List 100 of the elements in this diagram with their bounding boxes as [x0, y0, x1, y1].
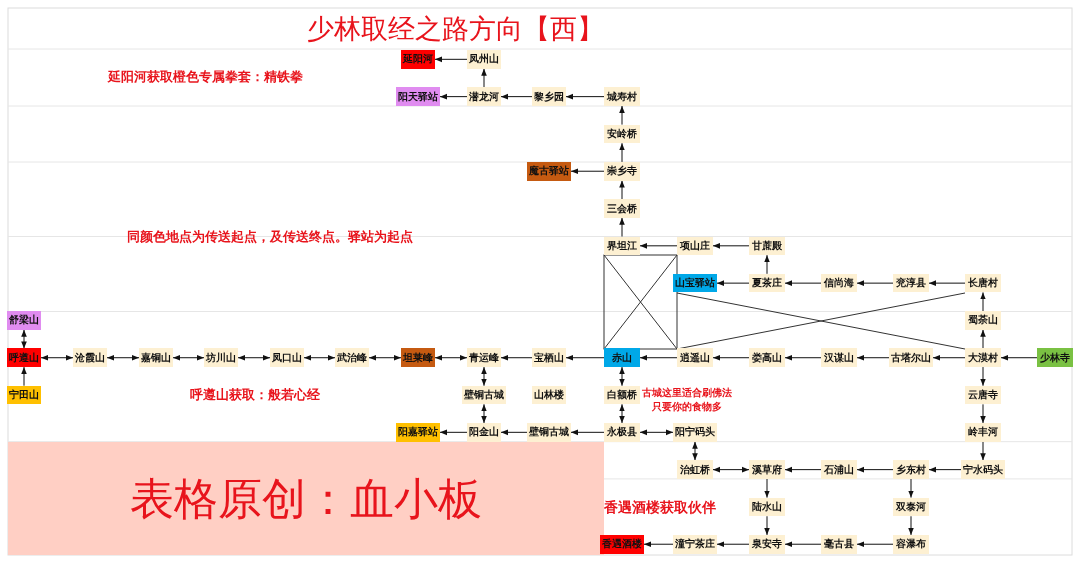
arrow — [784, 354, 822, 361]
arrow — [716, 280, 750, 286]
place-cell: 乡东村 — [893, 460, 929, 479]
place-cell: 溪草府 — [749, 460, 785, 479]
arrow — [619, 142, 625, 163]
arrow — [565, 93, 605, 100]
arrow — [1000, 354, 1038, 361]
place-cell: 山林楼 — [532, 385, 566, 405]
arrow — [712, 466, 750, 473]
arrow — [21, 366, 27, 387]
place-cell: 延阳河 — [401, 50, 435, 69]
arrow — [712, 354, 750, 361]
arrow — [565, 354, 605, 361]
place-cell: 安岭桥 — [604, 124, 640, 144]
arrow — [980, 291, 986, 312]
arrow — [639, 354, 678, 361]
arrow — [439, 93, 468, 100]
arrow — [692, 441, 698, 461]
arrow — [481, 366, 487, 387]
arrow — [619, 403, 625, 424]
arrow — [980, 329, 986, 349]
place-cell: 毫古县 — [821, 534, 857, 554]
arrow — [237, 354, 271, 361]
place-cell: 阳金山 — [467, 423, 501, 442]
arrow — [619, 366, 625, 387]
arrow — [784, 466, 822, 473]
place-cell: 兖淳县 — [893, 273, 929, 293]
place-cell: 宁田山 — [7, 385, 41, 405]
place-cell: 潼宁茶庄 — [673, 534, 717, 554]
place-cell: 大漠村 — [965, 348, 1001, 368]
place-cell: 宁水码头 — [961, 460, 1005, 479]
arrow — [784, 541, 822, 548]
place-cell: 山宝驿站 — [673, 273, 717, 293]
place-cell: 云唐寺 — [965, 385, 1001, 405]
arrow — [784, 280, 822, 286]
arrow — [764, 478, 770, 499]
arrow — [980, 366, 986, 387]
place-cell: 双泰河 — [893, 497, 929, 517]
place-cell: 阳天驿站 — [396, 87, 440, 106]
place-cell: 宝栖山 — [532, 348, 566, 368]
arrow — [500, 354, 533, 361]
note-text: 古城这里适合刷佛法只要你的食物多 — [641, 386, 733, 414]
place-cell: 壁铜古城 — [462, 385, 506, 405]
note-text: 延阳河获取橙色专属拳套：精铁拳 — [106, 68, 304, 85]
place-cell: 白额桥 — [604, 385, 640, 405]
place-cell: 阳宁码头 — [673, 423, 717, 442]
arrow — [570, 429, 605, 436]
place-cell: 永极县 — [604, 423, 640, 442]
place-cell: 凤口山 — [270, 348, 304, 368]
arrow — [856, 541, 894, 548]
arrow — [980, 441, 986, 461]
place-cell: 岭丰河 — [965, 423, 1001, 442]
place-cell: 夏茶庄 — [749, 273, 785, 293]
place-cell: 坊川山 — [204, 348, 238, 368]
place-cell: 沧霞山 — [73, 348, 107, 368]
place-cell: 壁铜古城 — [527, 423, 571, 442]
arrow — [481, 403, 487, 424]
arrow — [619, 105, 625, 126]
arrow — [500, 429, 528, 436]
note-text: 同颜色地点为传送起点，及传送终点。驿站为起点 — [126, 228, 414, 245]
place-cell: 容瀑布 — [893, 534, 929, 554]
arrow — [619, 180, 625, 200]
place-cell: 娄高山 — [749, 348, 785, 368]
title: 少林取经之路方向【西】 — [305, 12, 605, 46]
place-cell: 长唐村 — [965, 273, 1001, 293]
place-cell: 嘉铜山 — [139, 348, 173, 368]
arrow — [856, 280, 894, 286]
arrow — [643, 541, 674, 548]
place-cell: 蜀荼山 — [965, 311, 1001, 330]
arrow — [481, 68, 487, 88]
arrow — [856, 466, 894, 473]
place-cell: 陆水山 — [749, 497, 785, 517]
arrow — [368, 354, 402, 361]
place-cell: 阳嘉驿站 — [396, 423, 440, 442]
arrow — [439, 429, 468, 436]
note-text: 呼遵山获取：般若心经 — [189, 386, 321, 403]
place-cell: 治虹桥 — [677, 460, 713, 479]
note-text: 香遇酒楼获取伙伴 — [603, 498, 717, 516]
arrow — [764, 515, 770, 536]
arrow — [40, 354, 74, 361]
place-cell: 汉谋山 — [821, 348, 857, 368]
arrow — [639, 243, 678, 249]
place-cell: 逍遥山 — [677, 348, 713, 368]
place-cell: 潜龙河 — [467, 87, 501, 106]
place-cell: 青运峰 — [467, 348, 501, 368]
arrow — [980, 403, 986, 424]
arrow — [303, 354, 336, 361]
arrow — [639, 429, 674, 436]
arrow — [716, 541, 750, 548]
place-cell: 舒梁山 — [7, 311, 41, 330]
place-cell: 香遇酒楼 — [600, 534, 644, 554]
arrow — [570, 168, 605, 174]
place-cell: 泉安寺 — [749, 534, 785, 554]
place-cell: 呼遵山 — [7, 348, 41, 368]
arrow — [856, 354, 890, 361]
place-cell: 黎乡园 — [532, 87, 566, 106]
arrow — [172, 354, 205, 361]
place-cell: 凤州山 — [467, 50, 501, 69]
place-cell: 石浦山 — [821, 460, 857, 479]
place-cell: 坦莱峰 — [401, 348, 435, 368]
